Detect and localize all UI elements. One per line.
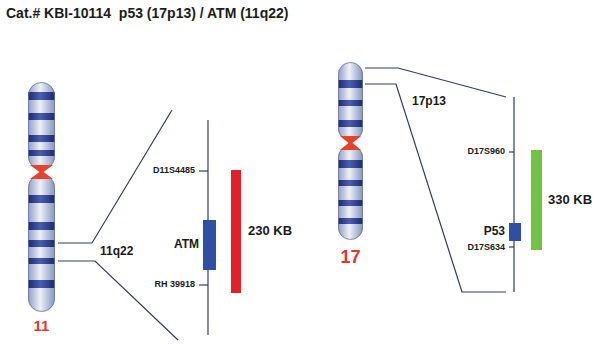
marker-label: D17S634: [467, 243, 505, 253]
marker-label: D11S4485: [153, 166, 195, 176]
zoom-line: [58, 261, 178, 340]
gene-box: ATM: [203, 220, 216, 270]
gene-box: P53: [509, 223, 521, 241]
probe-size: 230 KB: [248, 224, 292, 238]
marker-tick: [509, 246, 514, 247]
zoom-line: [365, 84, 506, 292]
zoom-line: [58, 110, 172, 243]
marker-tick: [199, 170, 208, 171]
gene-name: P53: [484, 225, 505, 238]
marker-label: RH 39918: [154, 280, 195, 290]
region-axis: [513, 97, 514, 292]
zoom-line: [365, 68, 506, 97]
probe-bar: 330 KB: [531, 150, 542, 250]
probe-bar: 230 KB: [231, 170, 241, 293]
chromosome-number: 11: [34, 318, 50, 335]
marker-label: D17S960: [467, 147, 505, 157]
figure-title: Cat.# KBI-10114 p53 (17p13) / ATM (11q22…: [6, 6, 288, 21]
band-label: 11q22: [100, 245, 133, 258]
chromosome-drawing: [338, 62, 363, 240]
marker-tick: [199, 284, 208, 285]
gene-name: ATM: [174, 238, 199, 251]
chromosome-ideogram: 17: [338, 62, 363, 240]
chromosome-ideogram: 11: [28, 82, 55, 312]
marker-tick: [509, 151, 514, 152]
chromosome-number: 17: [340, 248, 360, 268]
band-label: 17p13: [412, 95, 446, 108]
probe-size: 330 KB: [548, 193, 592, 207]
chromosome-drawing: [28, 82, 55, 312]
